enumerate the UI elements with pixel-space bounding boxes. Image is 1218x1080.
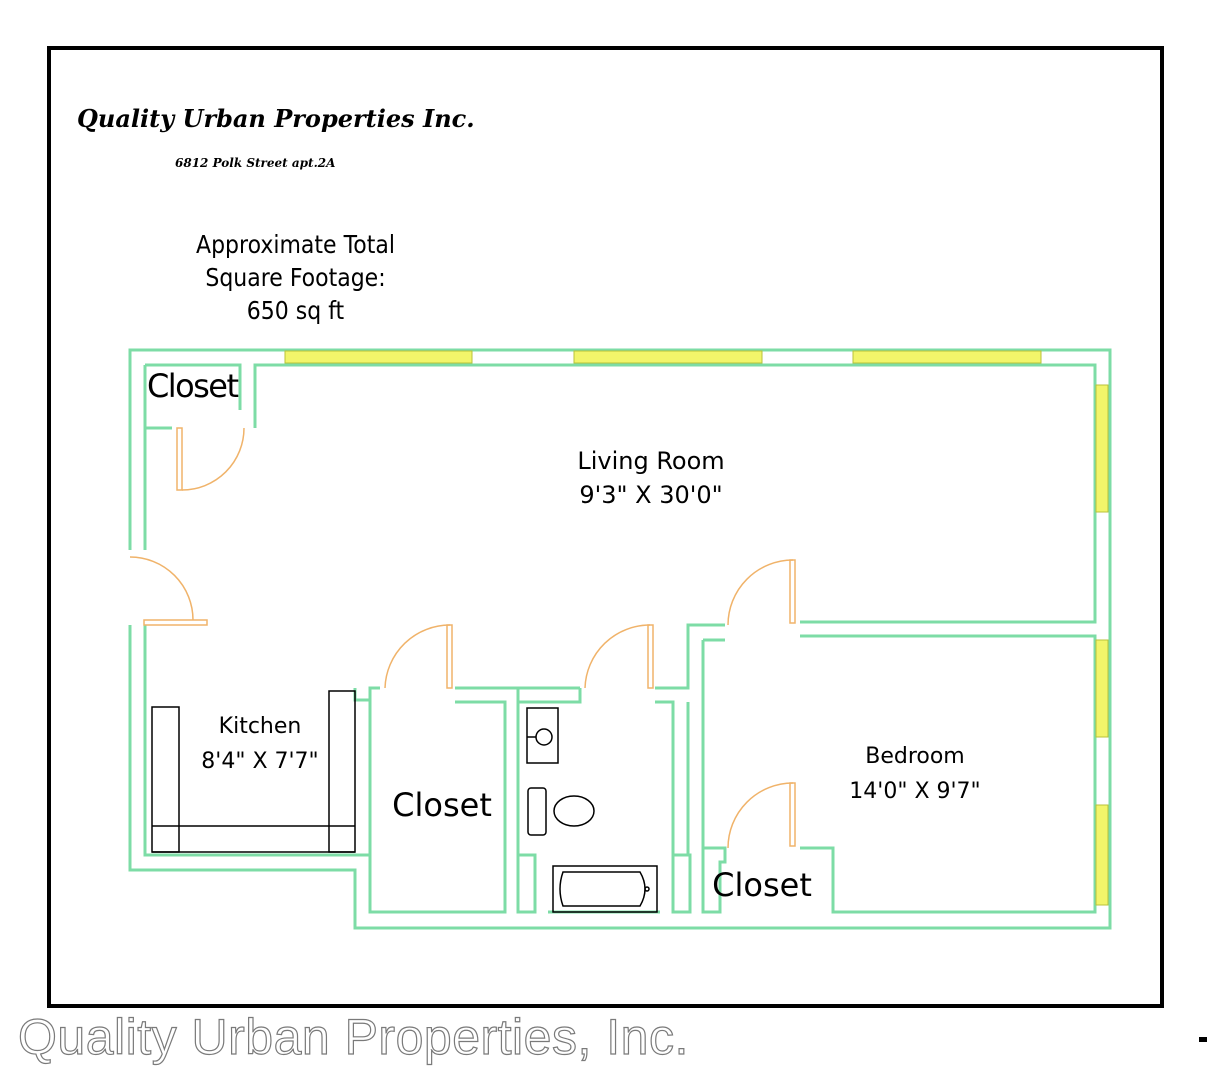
kitchen-counter-left	[151, 706, 180, 853]
living-room-name: Living Room	[577, 447, 724, 475]
window-top-2	[573, 350, 763, 364]
closet-top-wall	[145, 363, 242, 410]
outer-wall-inner-left	[143, 426, 172, 550]
bathtub-drain	[644, 886, 650, 892]
bath-wall	[516, 702, 537, 914]
bath-right	[655, 700, 692, 914]
closet-top-left-label: Closet	[147, 367, 239, 405]
living-room-size: 9'3" X 30'0"	[579, 481, 722, 509]
window-top-3	[852, 350, 1042, 364]
window-right-1	[1095, 384, 1109, 513]
floor-plan-frame	[47, 46, 1164, 1008]
bedroom-closet-door-swing	[727, 782, 794, 849]
entry-door-swing	[129, 556, 194, 621]
bathtub	[552, 865, 658, 913]
windows	[284, 350, 1109, 906]
watermark: Quality Urban Properties, Inc.	[17, 1008, 689, 1065]
bedroom-closet-label: Closet	[712, 866, 812, 904]
bedroom-closet-door-leaf	[789, 782, 796, 847]
bedroom-left	[701, 640, 727, 914]
living-bottom	[800, 634, 1097, 914]
closet-door-swing	[181, 427, 245, 491]
closet-door-leaf	[176, 427, 183, 491]
hall-wall-a	[353, 688, 370, 702]
bedroom-door-leaf	[789, 559, 796, 624]
hall-wall-c	[368, 700, 507, 914]
window-right-3	[1095, 804, 1109, 906]
bedroom-door-swing	[727, 559, 794, 626]
window-top-1	[284, 350, 473, 364]
bath-right-top	[655, 623, 725, 690]
window-right-2	[1095, 639, 1109, 738]
room-labels: Closet Living Room 9'3" X 30'0" Kitchen …	[147, 367, 981, 904]
kitchen-size: 8'4" X 7'7"	[201, 749, 318, 774]
sqft-line-1: Approximate Total	[196, 230, 395, 259]
toilet-tank	[527, 787, 547, 836]
sink-basin	[535, 728, 553, 746]
sqft-line-2: Square Footage:	[205, 263, 386, 292]
square-footage-note: Approximate Total Square Footage: 650 sq…	[192, 228, 399, 327]
bathroom-door-swing	[584, 624, 651, 689]
hall-closet-door-leaf	[446, 624, 453, 689]
toilet-bowl	[553, 795, 595, 827]
corner-mark	[1199, 1037, 1207, 1042]
outer-wall-outer	[128, 348, 1112, 930]
kitchen-name: Kitchen	[219, 714, 302, 739]
kitchen-counter-right	[328, 690, 356, 853]
entry-door-leaf	[143, 619, 208, 626]
bath-top	[516, 688, 582, 704]
bedroom-name: Bedroom	[865, 744, 965, 769]
bathroom-sink	[526, 707, 559, 764]
sqft-line-3: 650 sq ft	[246, 296, 345, 325]
bathtub-basin	[559, 871, 646, 907]
bedroom-size: 14'0" X 9'7"	[849, 779, 980, 804]
outer-wall-inner-top	[253, 363, 1097, 624]
walls	[128, 348, 1112, 930]
company-name: Quality Urban Properties Inc.	[77, 104, 475, 133]
fixtures	[151, 690, 658, 913]
unit-address: 6812 Polk Street apt.2A	[175, 156, 336, 170]
kitchen-inner	[143, 625, 380, 857]
bathroom-door-leaf	[647, 624, 654, 689]
doors	[129, 427, 796, 849]
hall-closet-door-swing	[384, 624, 451, 689]
hall-closet-label: Closet	[392, 786, 492, 824]
